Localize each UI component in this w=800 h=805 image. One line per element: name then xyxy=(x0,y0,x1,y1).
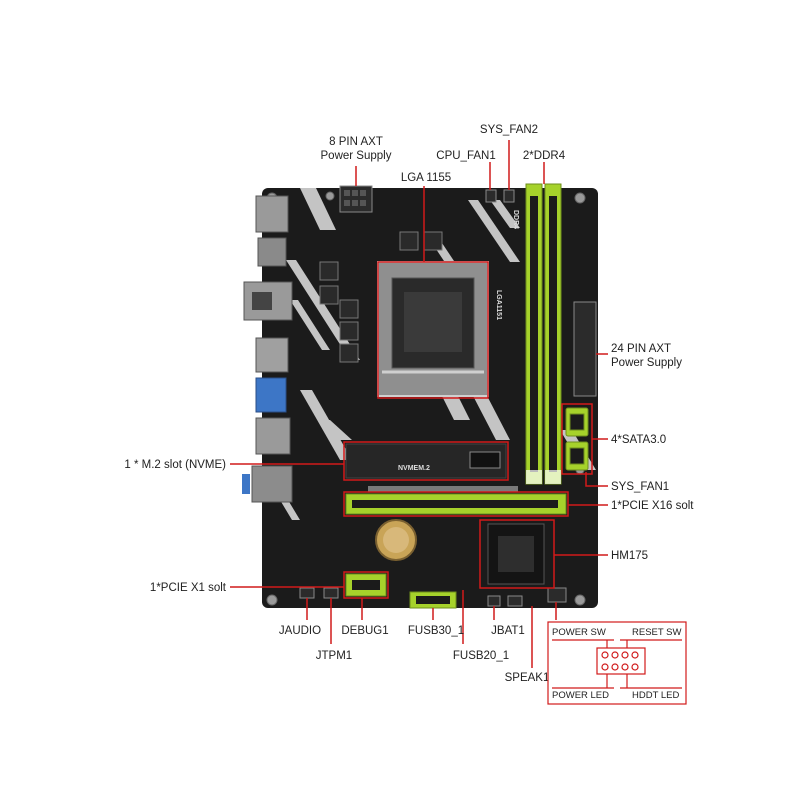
m2-callout-box xyxy=(343,441,509,481)
front-panel-power-sw: POWER SW xyxy=(552,627,606,638)
ddr-silk-label: DDR4 xyxy=(512,210,519,229)
socket-silk-label: LGA1151 xyxy=(495,290,502,320)
ddr4-slots xyxy=(525,183,562,485)
callout-boxes xyxy=(343,261,593,599)
front-panel-power-led: POWER LED xyxy=(552,690,609,701)
label-hm175: HM175 xyxy=(611,550,648,562)
rear-io-ports xyxy=(242,195,293,503)
eight-pin-connector xyxy=(339,185,373,213)
pcie-x1-slot xyxy=(345,573,387,597)
label-jbat1: JBAT1 xyxy=(491,625,525,637)
label-ddr4: 2*DDR4 xyxy=(523,150,566,162)
front-panel-hddt-led: HDDT LED xyxy=(632,690,679,701)
label-m2: 1 * M.2 slot (NVME) xyxy=(124,459,226,471)
front-panel-pin-header xyxy=(552,639,682,689)
label-sys-fan2: SYS_FAN2 xyxy=(480,124,538,136)
front-panel-reset-sw: RESET SW xyxy=(632,627,681,638)
label-jtpm1: JTPM1 xyxy=(316,650,352,662)
label-8pin-line1: 8 PIN AXT xyxy=(329,136,383,148)
pcie1-callout-box xyxy=(343,571,389,599)
socket-callout-box xyxy=(377,261,489,399)
front-panel-inset: POWER SW RESET SW POWER LED HDDT LED xyxy=(547,621,687,705)
chipset-callout-box xyxy=(479,519,555,589)
small-headers xyxy=(299,189,567,607)
cmos-battery xyxy=(375,519,417,561)
label-speak1: SPEAK1 xyxy=(505,672,550,684)
label-jaudio: JAUDIO xyxy=(279,625,321,637)
label-debug1: DEBUG1 xyxy=(341,625,388,637)
label-fusb20: FUSB20_1 xyxy=(453,650,509,662)
label-24pin-line2: Power Supply xyxy=(611,357,682,369)
label-fusb30: FUSB30_1 xyxy=(408,625,464,637)
label-pcie1: 1*PCIE X1 solt xyxy=(150,582,227,594)
cpu-socket xyxy=(377,261,489,397)
usb30-header xyxy=(409,591,457,609)
sata-ports xyxy=(565,407,589,471)
chipset-heatsink xyxy=(487,523,545,585)
label-lga: LGA 1155 xyxy=(401,172,451,184)
twenty-four-pin-connector xyxy=(573,301,597,397)
m2-slot xyxy=(345,443,507,479)
vrm-chokes xyxy=(319,231,443,363)
pcie16-callout-box xyxy=(343,491,569,517)
leader-lines xyxy=(230,140,608,668)
label-sys-fan1: SYS_FAN1 xyxy=(611,481,669,493)
label-8pin-line2: Power Supply xyxy=(321,150,392,162)
m2-silk-label: NVMEM.2 xyxy=(398,465,430,472)
label-pcie16: 1*PCIE X16 solt xyxy=(611,500,694,512)
label-sata: 4*SATA3.0 xyxy=(611,434,666,446)
label-24pin-line1: 24 PIN AXT xyxy=(611,343,671,355)
label-cpu-fan1: CPU_FAN1 xyxy=(436,150,495,162)
pcie-x16-slot xyxy=(345,486,567,515)
